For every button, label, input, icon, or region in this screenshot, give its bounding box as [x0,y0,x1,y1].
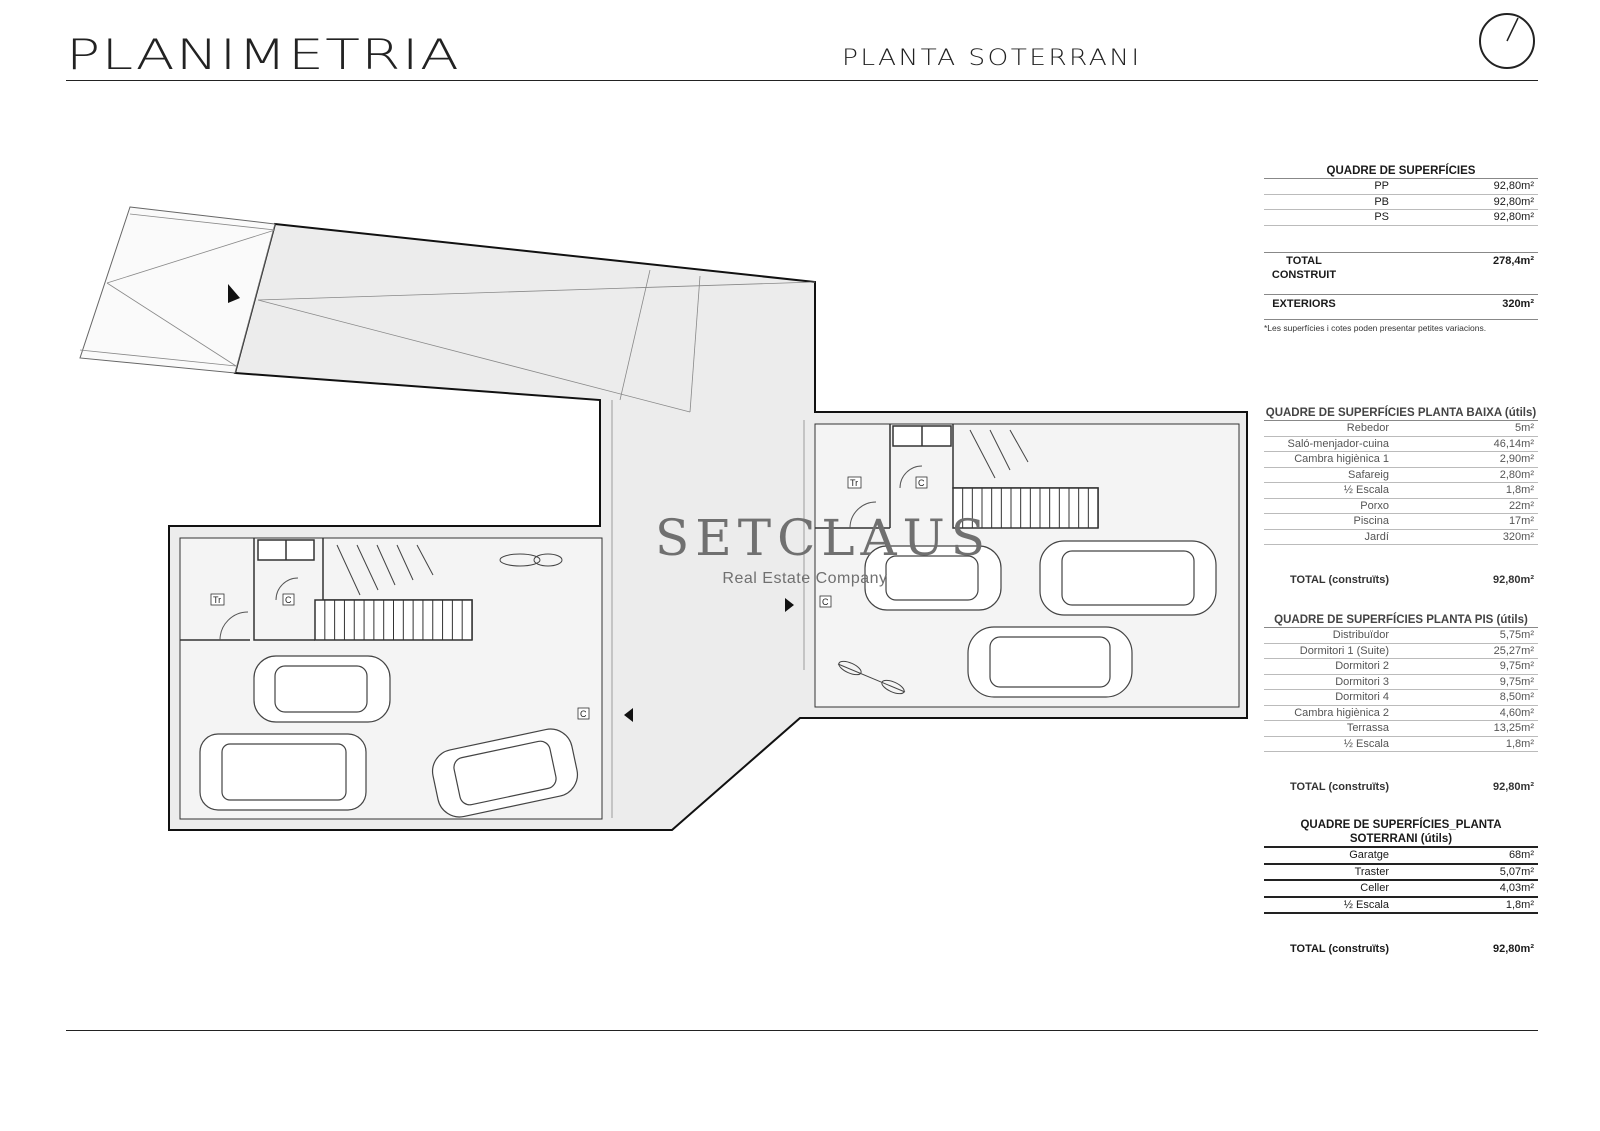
bicycle-icon [336,429,1029,695]
planta-soterrani-total: TOTAL (construïts) 92,80m² [1290,943,1534,955]
planta-baixa-total: TOTAL (construïts) 92,80m² [1290,574,1534,586]
summary-exteriors: EXTERIORS 320m² [1264,293,1538,320]
trastero-label-right: Tr [850,478,858,488]
ramp-direction-arrow-icon [228,284,240,303]
summary-title: QUADRE DE SUPERFÍCIES [1326,165,1476,177]
watermark-brand: SETCLAUS [655,509,992,567]
north-arrow-icon [1479,13,1535,69]
celler-label-right-garage: C [822,597,829,607]
car-icon [199,540,1217,818]
planta-soterrani-table: QUADRE DE SUPERFÍCIES_PLANTA SOTERRANI (… [1264,818,1538,956]
planta-pis-table: QUADRE DE SUPERFÍCIES PLANTA PIS (útils)… [1264,613,1538,794]
celler-label-left: C [285,595,292,605]
celler-label-garage: C [580,709,587,719]
planta-soterrani-title: QUADRE DE SUPERFÍCIES_PLANTA SOTERRANI (… [1300,819,1502,845]
page-subtitle: PLANTA SOTERRANI [842,46,1142,71]
celler-label-right: C [918,478,925,488]
planta-baixa-title: QUADRE DE SUPERFÍCIES PLANTA BAIXA (útil… [1265,407,1537,419]
summary-total: TOTAL CONSTRUIT 278,4m² [1264,251,1538,282]
garage-arrow-right-icon [785,598,794,612]
planta-baixa-table: QUADRE DE SUPERFÍCIES PLANTA BAIXA (útil… [1264,406,1538,587]
ramp-entry [79,206,276,374]
watermark-tagline: Real Estate Company [722,570,888,587]
planta-pis-title: QUADRE DE SUPERFÍCIES PLANTA PIS (útils) [1274,614,1528,626]
summary-note: *Les superfícies i cotes poden presentar… [1264,322,1487,333]
footer-rule [66,1030,1538,1031]
trastero-label-left: Tr [213,595,221,605]
watermark: SETCLAUS Real Estate Company [655,509,992,588]
planta-pis-total: TOTAL (construïts) 92,80m² [1290,781,1534,793]
page-title: PLANIMETRIA [66,30,461,79]
table-row: Dormitori 1 (Suite)25,27m² [1264,644,1538,659]
garage-arrow-left-icon [624,708,633,722]
header-rule [66,80,1538,81]
